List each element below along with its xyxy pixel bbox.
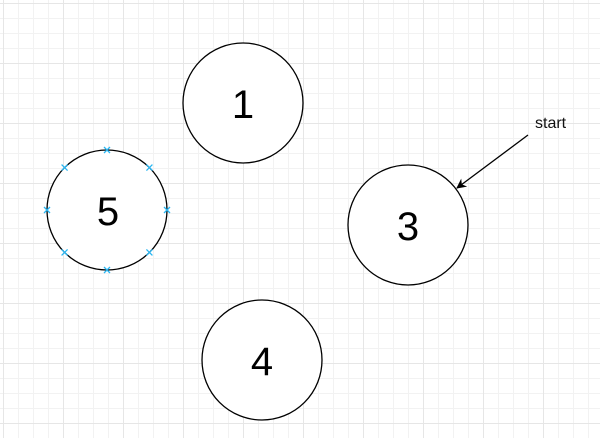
start-arrow[interactable] (456, 134, 529, 189)
node-5[interactable]: 5 (43, 146, 171, 274)
node-label: 4 (251, 340, 273, 384)
node-4[interactable]: 4 (201, 299, 323, 421)
node-label: 3 (397, 205, 419, 249)
connection-point-x-icon[interactable] (61, 248, 69, 256)
node-1[interactable]: 1 (182, 42, 304, 164)
start-label[interactable]: start (535, 115, 567, 132)
node-label: 5 (97, 190, 119, 234)
connection-point-x-icon[interactable] (145, 164, 153, 172)
connection-point-x-icon[interactable] (145, 248, 153, 256)
connection-point-x-icon[interactable] (103, 146, 111, 154)
selection-handles[interactable] (43, 146, 171, 274)
connection-point-x-icon[interactable] (43, 206, 51, 214)
connection-point-x-icon[interactable] (163, 206, 171, 214)
node-label: 1 (232, 83, 254, 127)
node-3[interactable]: 3 (347, 164, 469, 286)
connection-point-x-icon[interactable] (103, 266, 111, 274)
connection-point-x-icon[interactable] (61, 164, 69, 172)
